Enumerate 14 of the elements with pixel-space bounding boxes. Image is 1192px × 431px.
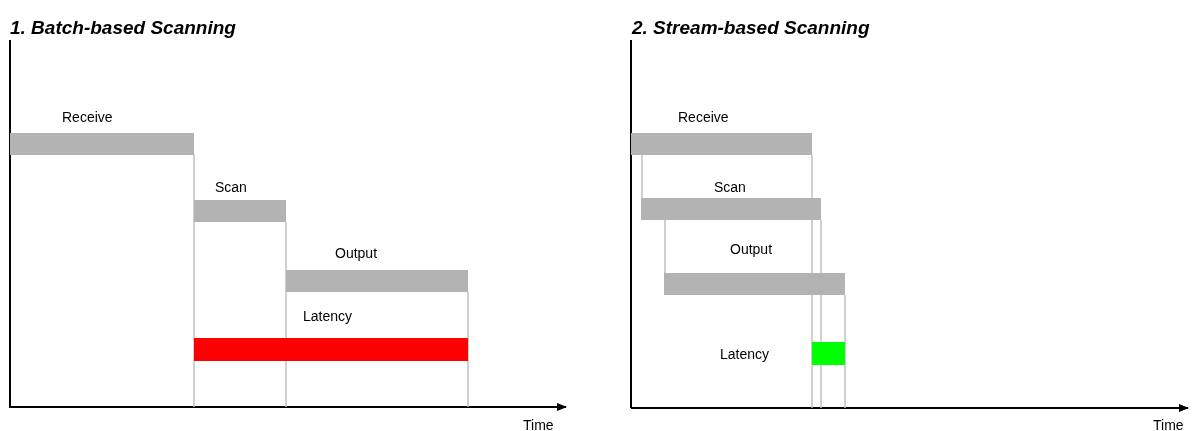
connector-line	[641, 154, 643, 199]
bar-label: Receive	[62, 109, 113, 125]
bar-label: Latency	[303, 308, 353, 324]
bar-label: Latency	[720, 346, 770, 362]
panel-title: 1. Batch-based Scanning	[10, 17, 236, 39]
bar-label: Scan	[714, 179, 746, 195]
panel-title: 2. Stream-based Scanning	[632, 17, 870, 39]
axis-label: Time	[523, 417, 554, 431]
bar-label: Output	[335, 245, 378, 261]
axis-label: Time	[1153, 417, 1184, 431]
bar-label: Receive	[678, 109, 729, 125]
connector-line	[664, 219, 666, 274]
bar-label: Scan	[215, 179, 247, 195]
bar-label: Output	[730, 241, 773, 257]
